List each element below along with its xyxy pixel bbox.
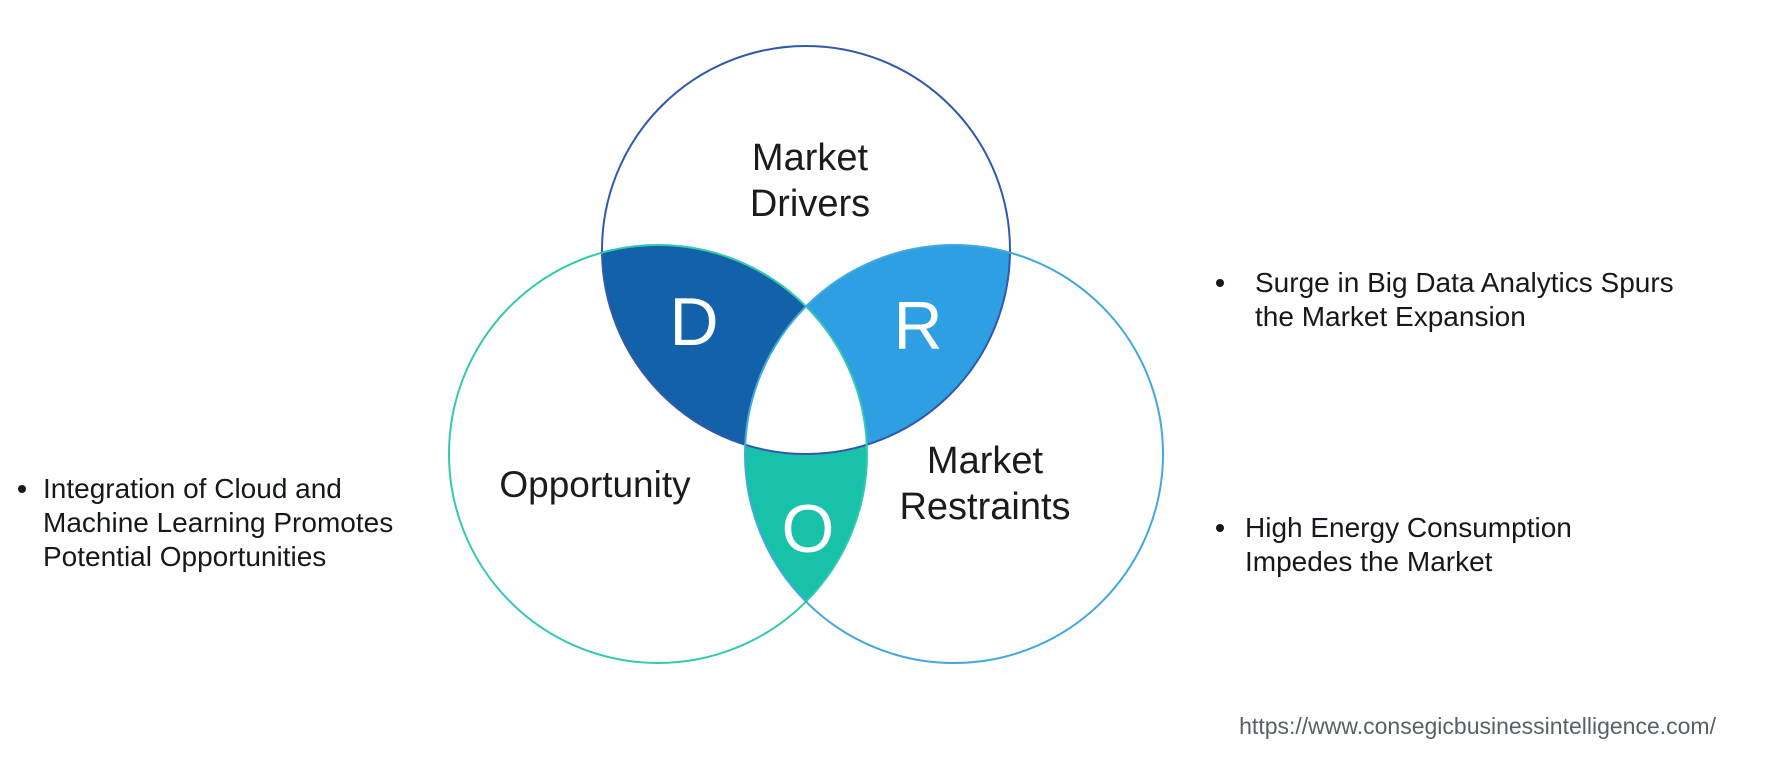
restraints-letter: R bbox=[893, 288, 943, 364]
note-right-top-line1: Surge in Big Data Analytics Spurs bbox=[1255, 267, 1674, 298]
note-right-bottom: High Energy Consumption Impedes the Mark… bbox=[1216, 511, 1572, 579]
market-drivers-label-line1: Market bbox=[751, 137, 869, 179]
restraints-circle-outline bbox=[744, 244, 1164, 664]
note-left-line3: Potential Opportunities bbox=[43, 541, 327, 572]
drivers-intersection-petal bbox=[602, 245, 806, 445]
note-right-bottom-line2: Impedes the Market bbox=[1245, 546, 1493, 577]
market-drivers-label: Market Drivers bbox=[660, 135, 960, 227]
bullet-icon bbox=[18, 485, 26, 493]
drivers-letter: D bbox=[669, 284, 719, 360]
note-right-bottom-line1: High Energy Consumption bbox=[1245, 512, 1572, 543]
bullet-icon bbox=[1216, 279, 1224, 287]
note-right-top-line2: the Market Expansion bbox=[1255, 301, 1526, 332]
drivers-circle-outline bbox=[601, 45, 1011, 455]
note-right-top: Surge in Big Data Analytics Spurs the Ma… bbox=[1216, 266, 1674, 334]
note-left-line2: Machine Learning Promotes bbox=[43, 507, 394, 538]
opportunity-letter: O bbox=[781, 491, 835, 567]
market-restraints-label-line2: Restraints bbox=[899, 486, 1071, 528]
opportunity-circle-outline bbox=[448, 244, 868, 664]
opportunity-label: Opportunity bbox=[499, 464, 691, 505]
bullet-icon bbox=[1216, 524, 1224, 532]
restraints-intersection-petal bbox=[806, 245, 1010, 445]
market-restraints-label: Market Restraints bbox=[835, 438, 1135, 530]
market-drivers-label-line2: Drivers bbox=[749, 183, 871, 225]
website-url-text: https://www.consegicbusinessintelligence… bbox=[1239, 713, 1716, 739]
market-restraints-label-line1: Market bbox=[926, 440, 1044, 482]
note-left: Integration of Cloud and Machine Learnin… bbox=[18, 472, 393, 574]
note-left-line1: Integration of Cloud and bbox=[43, 473, 342, 504]
